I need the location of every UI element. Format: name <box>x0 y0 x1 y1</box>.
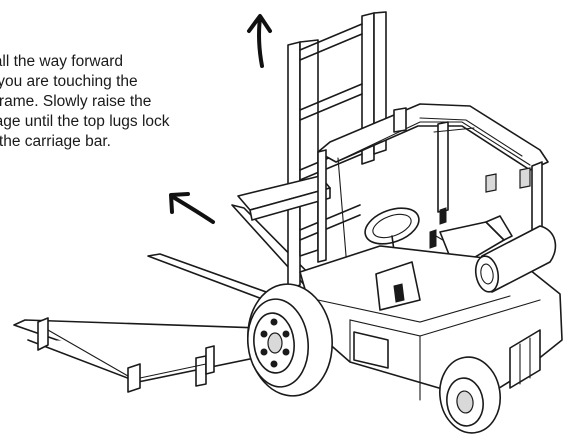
arrow-up-left-icon <box>169 192 215 224</box>
instruction-line-4: riage until the top lugs lock <box>0 113 170 130</box>
carriage <box>237 175 331 221</box>
instruction-line-2: il you are touching the <box>0 73 138 90</box>
instruction-line-3: eframe. Slowly raise the <box>0 93 152 110</box>
instruction-line-5: o the carriage bar. <box>0 133 111 150</box>
front-wheel <box>247 283 333 397</box>
arrow-up-icon <box>247 14 272 68</box>
instruction-text: l all the way forward il you are touchin… <box>0 52 256 152</box>
lpg-tank <box>474 225 557 293</box>
rear-wheel <box>439 356 501 434</box>
instruction-line-1: l all the way forward <box>0 53 123 70</box>
